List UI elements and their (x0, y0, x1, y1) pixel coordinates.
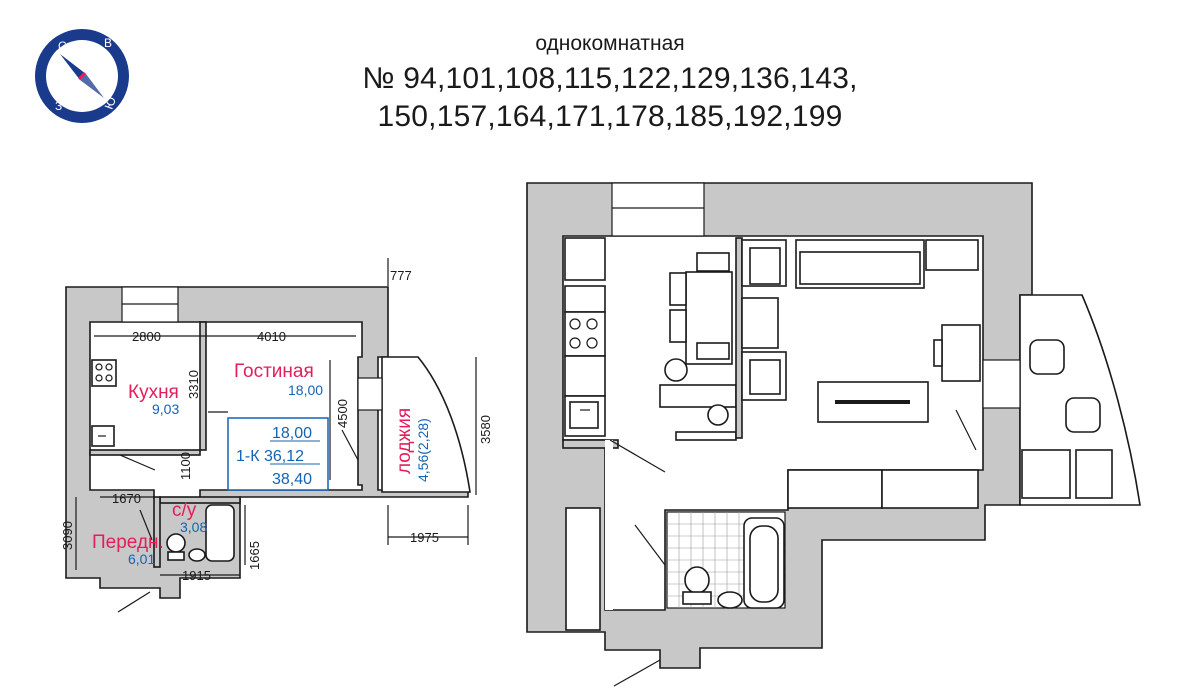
dim-3090: 3090 (60, 521, 75, 550)
kitchen-label: Кухня (128, 382, 179, 403)
apartment-type: однокомнатная (535, 32, 685, 55)
total-area: 38,40 (272, 471, 312, 488)
dim-4500: 4500 (335, 399, 350, 428)
living-area: 18,00 (288, 382, 323, 398)
large-fridge (564, 237, 606, 281)
dim-777: 777 (390, 268, 412, 283)
large-counter-1 (564, 285, 606, 313)
wardrobe-1 (787, 469, 883, 509)
dim-2800: 2800 (132, 329, 161, 344)
bathroom-area: 3,08 (180, 519, 207, 535)
living-label: Гостиная (234, 361, 314, 382)
small-bathtub-icon (205, 504, 235, 562)
apartment-numbers-line-1: № 94,101,108,115,122,129,136,143, (362, 62, 858, 95)
kitchen-area: 9,03 (152, 401, 179, 417)
wardrobe-2 (881, 469, 979, 509)
dim-1670: 1670 (112, 491, 141, 506)
large-window (611, 182, 705, 237)
large-counter-2 (564, 355, 606, 397)
total-type-area: 1-К 36,12 (236, 448, 304, 465)
dim-1975: 1975 (410, 530, 439, 545)
compass-icon: С В Ю З (35, 29, 129, 123)
apartment-numbers-line-2: 150,157,164,171,178,185,192,199 (377, 100, 843, 133)
bath-side-wall (153, 496, 161, 568)
hall-label: Передн. (92, 532, 164, 553)
small-stove-icon (91, 359, 117, 387)
dim-3310: 3310 (186, 370, 201, 399)
large-toilet-icon (684, 566, 710, 594)
dim-4010: 4010 (257, 329, 286, 344)
compass-west: З (55, 99, 62, 113)
kitchen-partition (199, 321, 207, 451)
totals-box (227, 417, 329, 491)
plan-header: однокомнатная № 94,101,108,115,122,129,1… (330, 30, 890, 134)
hall-partition (89, 449, 201, 456)
compass-south: Ю (102, 95, 119, 111)
large-stove-icon (564, 311, 606, 357)
side-cabinet (741, 297, 779, 349)
loggia-label: лоджия (394, 408, 415, 474)
bathroom-label: с/у (172, 500, 197, 521)
dim-3580: 3580 (478, 415, 493, 444)
small-loggia (381, 356, 471, 493)
small-basin-icon (188, 548, 206, 562)
small-plan: 2800 4010 777 3310 4500 3580 1100 1670 3… (60, 258, 493, 613)
large-plan (526, 182, 1141, 687)
total-living-area: 18,00 (272, 425, 312, 442)
large-plant-icon (664, 358, 688, 382)
dim-1100: 1100 (178, 452, 193, 480)
loggia-area: 4,56(2,28) (415, 418, 431, 482)
dim-1915: 1915 (182, 568, 211, 583)
compass-north: С (58, 39, 67, 53)
small-toilet-icon (166, 533, 186, 553)
dim-1665: 1665 (247, 541, 262, 570)
hall-cabinet (565, 507, 601, 631)
compass-east: В (104, 36, 112, 50)
desk (941, 324, 981, 382)
large-basin-icon (717, 591, 743, 609)
hall-area: 6,01 (128, 551, 155, 567)
